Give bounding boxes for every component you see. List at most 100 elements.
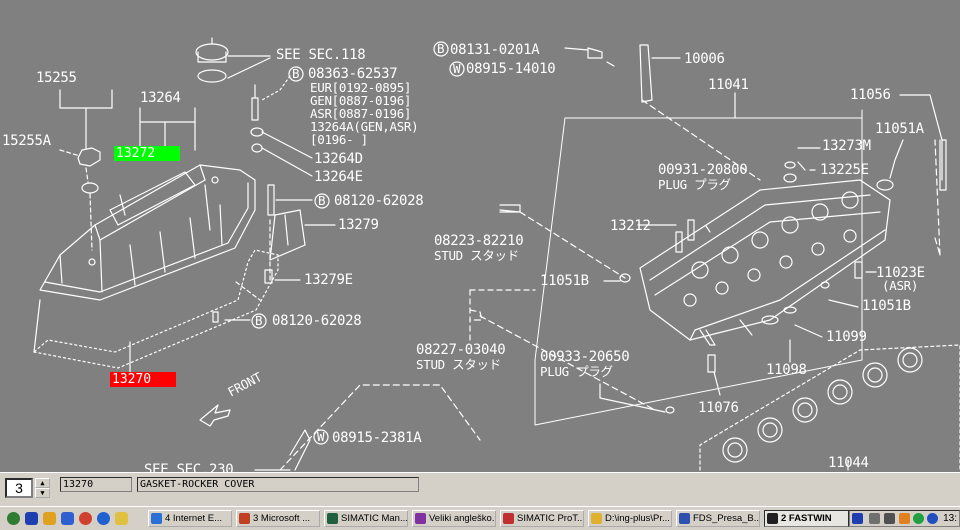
oil-cap-drawing — [59, 89, 113, 251]
label-plug-2: PLUG プラグ — [540, 364, 613, 379]
label-eur-range: EUR[0192-0895] — [310, 80, 412, 95]
label-range-0196: [0196- ] — [310, 132, 368, 147]
label-11051b-right[interactable]: 11051B — [862, 298, 911, 314]
label-plug-1: PLUG プラグ — [658, 177, 731, 192]
label-10006[interactable]: 10006 — [684, 51, 725, 67]
taskbar-button-internet-explorer[interactable]: 4 Internet E... — [148, 510, 232, 527]
dictionary-icon — [415, 513, 426, 524]
tray-network-icon[interactable] — [869, 513, 880, 524]
label-13212[interactable]: 13212 — [610, 218, 651, 234]
label-13264a[interactable]: 13264A(GEN,ASR) — [310, 119, 419, 134]
label-asr-range: ASR[0887-0196] — [310, 106, 412, 121]
circle-b-4: B — [255, 313, 263, 328]
tray-language-icon[interactable] — [852, 513, 863, 524]
circle-b-3: B — [318, 193, 326, 208]
highlight-13272[interactable]: 13272 — [114, 146, 180, 161]
label-00933-20650[interactable]: 00933-20650 — [540, 349, 630, 365]
label-08131-0201a[interactable]: 08131-0201A — [450, 42, 540, 58]
diagram-linework — [33, 37, 960, 471]
simatic-manager-icon — [327, 513, 338, 524]
taskbar-button-simatic-protool[interactable]: SIMATIC ProT... — [500, 510, 584, 527]
label-15255[interactable]: 15255 — [36, 70, 77, 86]
tray-app-icon-1[interactable] — [899, 513, 910, 524]
internet-explorer-icon — [151, 513, 162, 524]
label-08363-62537[interactable]: 08363-62537 — [308, 66, 398, 82]
label-11098[interactable]: 11098 — [766, 362, 807, 378]
folder-icon — [591, 513, 602, 524]
label-see-sec-118[interactable]: SEE SEC.118 — [276, 47, 366, 63]
tray-clock[interactable]: 13: — [943, 513, 957, 524]
quicklaunch-notes-icon[interactable] — [61, 512, 74, 525]
taskbar-button-dictionary[interactable]: Veliki angleško... — [412, 510, 496, 527]
label-13264e[interactable]: 13264E — [314, 169, 363, 185]
taskbar-button-folder[interactable]: D:\ing-plus\Pr... — [588, 510, 672, 527]
quicklaunch-explorer-icon[interactable] — [115, 512, 128, 525]
label-11044[interactable]: 11044 — [828, 455, 869, 471]
label-asr: (ASR) — [882, 278, 919, 293]
rocker-cover-drawing — [33, 164, 279, 369]
label-13279e[interactable]: 13279E — [304, 272, 353, 288]
circle-w-2: W — [317, 429, 325, 444]
fastwin-icon — [767, 513, 778, 524]
simatic-protool-icon — [503, 513, 514, 524]
quicklaunch-folder-icon[interactable] — [43, 512, 56, 525]
head-gasket-drawing — [699, 344, 960, 471]
stepper-up-icon[interactable]: ▲ — [35, 478, 50, 488]
bracket-10006-drawing — [564, 44, 761, 181]
label-13264[interactable]: 13264 — [140, 90, 181, 106]
taskbar-button-simatic-manager[interactable]: SIMATIC Man... — [324, 510, 408, 527]
label-11051b-left[interactable]: 11051B — [540, 273, 589, 289]
circle-b-1: B — [292, 66, 300, 81]
label-13279[interactable]: 13279 — [338, 217, 379, 233]
circle-w-1: W — [453, 61, 461, 76]
page-stepper[interactable]: ▲ ▼ — [35, 478, 50, 498]
document-icon — [679, 513, 690, 524]
label-stud-2: STUD スタッド — [416, 357, 501, 372]
cylinder-head-drawing — [619, 161, 894, 373]
taskbar-button-microsoft[interactable]: 3 Microsoft ... — [236, 510, 320, 527]
microsoft-office-icon — [239, 513, 250, 524]
label-08120-62028-bottom[interactable]: 08120-62028 — [272, 313, 362, 329]
part-description-field[interactable]: GASKET-ROCKER COVER — [137, 477, 419, 492]
label-11056[interactable]: 11056 — [850, 87, 891, 103]
tray-app-icon-3[interactable] — [927, 513, 938, 524]
label-08223-82210[interactable]: 08223-82210 — [434, 233, 524, 249]
leader-lines-right — [469, 94, 947, 414]
label-11023e[interactable]: 11023E — [876, 265, 925, 281]
label-15255a[interactable]: 15255A — [2, 133, 51, 149]
label-11076[interactable]: 11076 — [698, 400, 739, 416]
part-number-field[interactable]: 13270 — [60, 477, 132, 492]
quicklaunch-ie-icon[interactable] — [97, 512, 110, 525]
label-11051a[interactable]: 11051A — [875, 121, 924, 137]
label-gen-range: GEN[0887-0196] — [310, 93, 412, 108]
label-11099[interactable]: 11099 — [826, 329, 867, 345]
front-arrow-drawing — [199, 384, 481, 471]
label-08227-03040[interactable]: 08227-03040 — [416, 342, 506, 358]
start-icon[interactable] — [7, 512, 20, 525]
label-08915-2381a[interactable]: 08915-2381A — [332, 430, 422, 446]
tray-volume-icon[interactable] — [884, 513, 895, 524]
label-11041[interactable]: 11041 — [708, 77, 749, 93]
parts-diagram: B B W B B W SEE SEC.118 08131-0201A 0891… — [2, 37, 960, 472]
label-08915-14010[interactable]: 08915-14010 — [466, 61, 556, 77]
label-13264d[interactable]: 13264D — [314, 151, 363, 167]
tray-app-icon-2[interactable] — [913, 513, 924, 524]
bolts-drawing — [195, 37, 336, 323]
label-00931-20800[interactable]: 00931-20800 — [658, 162, 748, 178]
label-see-sec-230[interactable]: SEE SEC.230 — [144, 463, 234, 472]
quicklaunch-chrome-icon[interactable] — [79, 512, 92, 525]
part-detail-bar: 3 ▲ ▼ 13270 GASKET-ROCKER COVER — [0, 472, 960, 507]
label-stud-1: STUD スタッド — [434, 248, 519, 263]
taskbar-button-fastwin[interactable]: 2 FASTWIN — [764, 510, 850, 527]
label-13225e[interactable]: 13225E — [820, 162, 869, 178]
quicklaunch-word-icon[interactable] — [25, 512, 38, 525]
circle-b-2: B — [437, 41, 445, 56]
taskbar-button-fds-presa[interactable]: FDS_Presa_B... — [676, 510, 760, 527]
windows-taskbar: 4 Internet E... 3 Microsoft ... SIMATIC … — [0, 506, 960, 530]
highlight-13270[interactable]: 13270 — [110, 372, 176, 387]
system-tray: 13: — [848, 510, 960, 527]
page-number-input[interactable]: 3 — [5, 478, 33, 498]
label-13273m[interactable]: 13273M — [822, 138, 871, 154]
stepper-down-icon[interactable]: ▼ — [35, 488, 50, 498]
label-08120-62028-top[interactable]: 08120-62028 — [334, 193, 424, 209]
